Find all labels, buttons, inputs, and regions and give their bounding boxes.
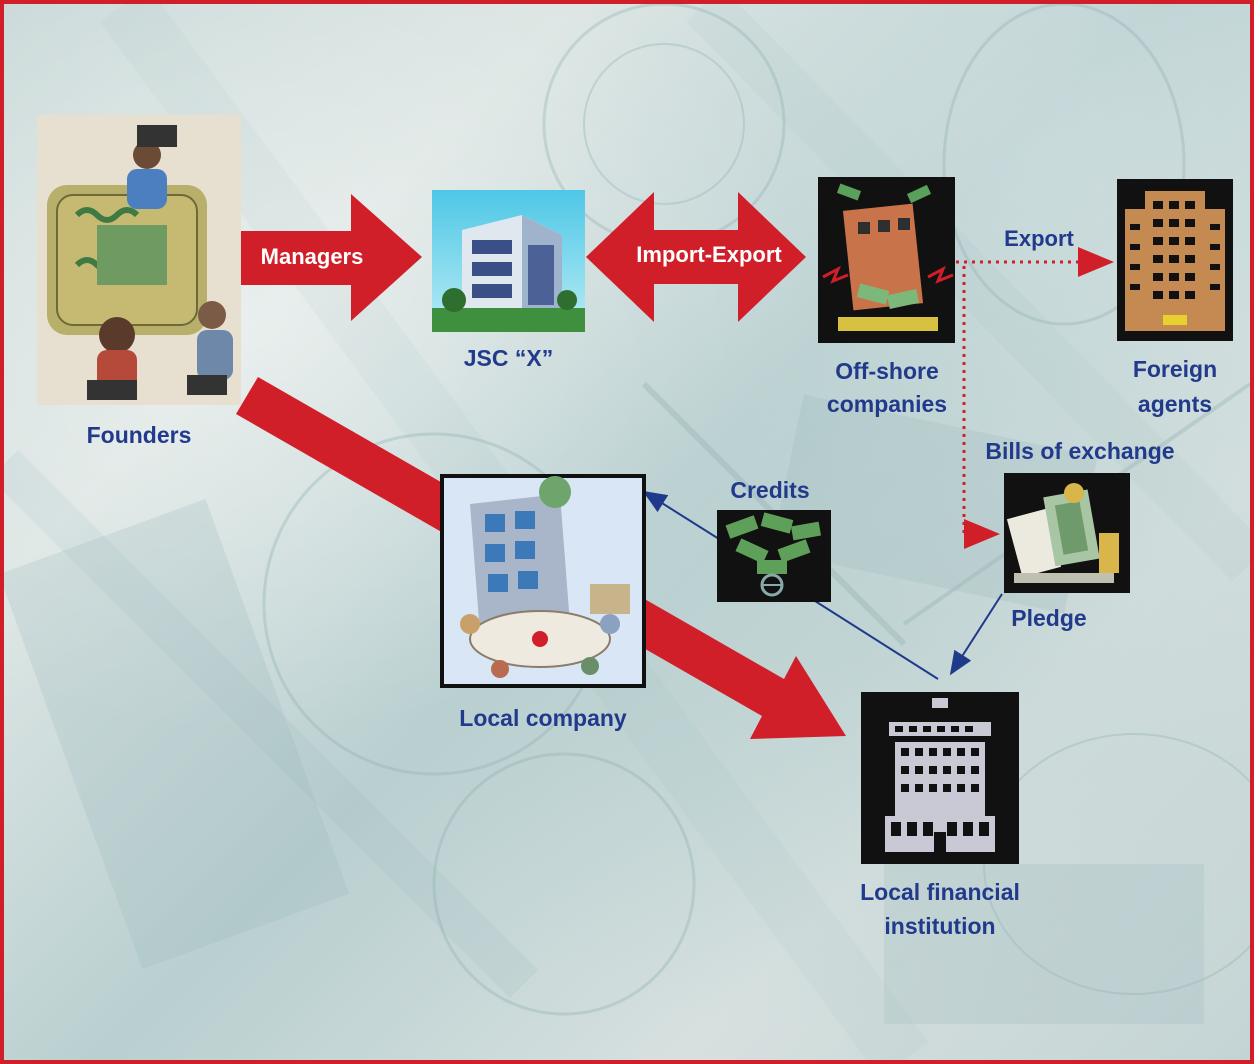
money-building-icon — [818, 177, 955, 343]
foreign-agents-label-line2: agents — [1137, 391, 1213, 417]
offshore-label-line1: Off-shore — [835, 358, 939, 384]
bills-label: Bills of exchange — [985, 438, 1175, 464]
offshore-label-line2: companies — [826, 391, 948, 417]
company-meeting-icon — [440, 474, 646, 688]
office-building-icon — [432, 190, 585, 332]
credits-arrow — [642, 490, 720, 540]
money-pile-icon — [717, 510, 831, 602]
meeting-table-icon — [37, 115, 241, 405]
pledge-arrow — [949, 593, 1003, 676]
bills-dotted-arrow — [962, 266, 1000, 549]
jsc-label: JSC “X” — [463, 345, 554, 371]
credits-label: Credits — [730, 477, 810, 503]
credits-to-bank-line — [803, 593, 939, 680]
import-export-arrow — [586, 192, 806, 322]
managers-arrow — [240, 194, 422, 321]
pledge-label: Pledge — [1011, 605, 1087, 631]
bills-money-icon — [1004, 473, 1130, 593]
import-export-label: Import-Export — [636, 242, 782, 267]
local-company-label: Local company — [459, 705, 627, 731]
tower-building-icon — [1117, 179, 1233, 341]
bank-building-icon — [861, 692, 1019, 864]
export-label: Export — [1004, 226, 1074, 251]
local-financial-label-line2: institution — [884, 913, 996, 939]
managers-label: Managers — [260, 244, 364, 269]
local-financial-label-line1: Local financial — [860, 879, 1020, 905]
founders-label: Founders — [86, 422, 192, 448]
foreign-agents-label-line1: Foreign — [1132, 356, 1218, 382]
